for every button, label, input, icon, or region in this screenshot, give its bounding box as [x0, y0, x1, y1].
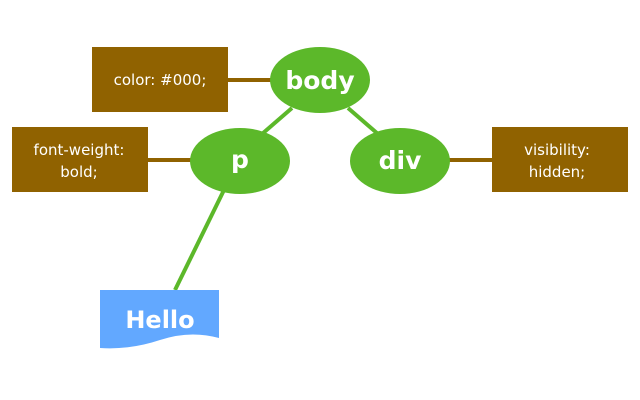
node-p: p: [190, 128, 290, 194]
text-node-label: Hello: [125, 306, 194, 334]
div-style-line-1: visibility:: [524, 141, 590, 159]
edge-p-text: [173, 189, 226, 291]
div-style-line-2: hidden;: [529, 163, 586, 181]
div-style-box: visibility: hidden;: [492, 127, 628, 192]
body-style-box: color: #000;: [92, 47, 228, 112]
node-div: div: [350, 128, 450, 194]
node-div-label: div: [379, 146, 422, 175]
node-p-label: p: [231, 145, 249, 174]
body-style-line-1: color: #000;: [114, 71, 207, 89]
p-style-line-1: font-weight:: [34, 141, 125, 159]
node-body-label: body: [285, 66, 354, 95]
edge-body-div: [346, 106, 380, 136]
node-body: body: [270, 47, 370, 113]
p-style-line-2: bold;: [60, 163, 97, 181]
edge-body-p: [260, 106, 294, 136]
text-node-hello: Hello: [100, 290, 219, 349]
p-style-box: font-weight: bold;: [12, 127, 148, 192]
